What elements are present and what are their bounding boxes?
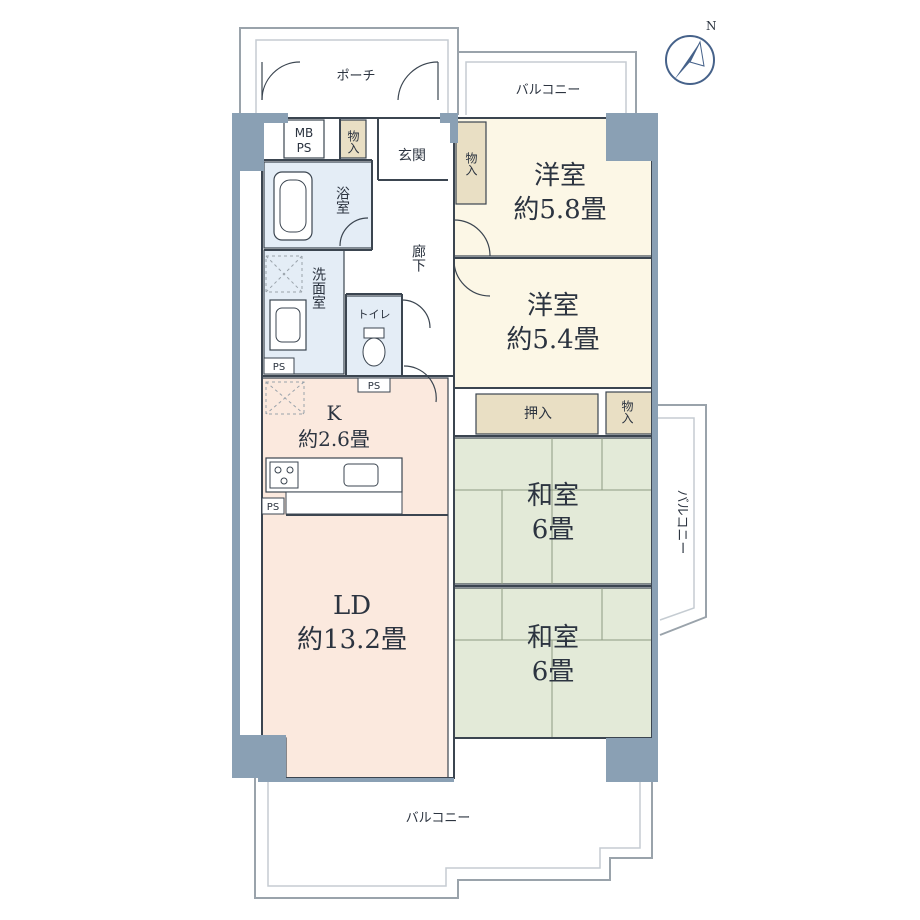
closet-label: 押入 <box>524 406 552 422</box>
ld-size: 約13.2畳 <box>297 625 407 655</box>
mbps-label-2: PS <box>297 141 312 155</box>
storage-entry <box>339 119 367 159</box>
mbps <box>283 119 325 159</box>
stove-icon <box>269 461 299 489</box>
washer-space <box>265 255 303 293</box>
ps-boxes <box>261 357 391 515</box>
kitchen-counter <box>265 457 403 515</box>
door-swings <box>261 61 491 403</box>
labels: ポーチ バルコニー バルコニー バルコニー MB PS 物入 玄関 浴室 廊下 … <box>267 69 689 826</box>
storage-mid-label: 物入 <box>620 400 634 424</box>
genkan-label: 玄関 <box>398 147 426 164</box>
storage-western1-label: 物入 <box>464 152 478 176</box>
sink-icon <box>343 463 379 487</box>
fridge-space <box>265 381 305 415</box>
kitchen-name: K <box>327 401 343 425</box>
ps-label-2: PS <box>368 381 380 392</box>
outdoor-outlines <box>239 27 707 899</box>
balcony-top-label: バルコニー <box>516 83 581 98</box>
japanese2-name: 和室 <box>527 623 579 653</box>
closet <box>475 393 599 435</box>
storage-entry-label: 物入 <box>346 130 360 154</box>
outdoor-outlines-inner <box>255 39 695 887</box>
svg-text:N: N <box>706 19 717 33</box>
japanese-room-2 <box>453 587 653 739</box>
corridor-label: 廊下 <box>410 243 426 272</box>
western1-name: 洋室 <box>534 161 586 191</box>
ps-label-1: PS <box>273 362 285 373</box>
mbps-label-1: MB <box>295 126 314 140</box>
storage-western1 <box>455 121 487 205</box>
western2-size: 約5.4畳 <box>506 325 599 355</box>
storage-mid <box>605 391 653 435</box>
washbasin-icon <box>269 299 307 351</box>
bathtub-icon <box>273 171 313 241</box>
japanese1-size: 6畳 <box>532 515 575 545</box>
tatami-lines <box>454 438 652 738</box>
balcony-right-label: バルコニー <box>674 490 689 555</box>
washroom-label: 洗面室 <box>310 267 326 309</box>
compass-icon: N <box>665 19 717 85</box>
ld-name: LD <box>333 591 371 621</box>
japanese2-size: 6畳 <box>532 657 575 687</box>
toilet-icon <box>362 327 386 367</box>
columns <box>232 113 658 782</box>
western2-name: 洋室 <box>527 291 579 321</box>
bath-label: 浴室 <box>334 186 350 214</box>
ps-label-3: PS <box>267 502 279 513</box>
japanese-room-1 <box>453 437 653 585</box>
toilet-label: トイレ <box>358 308 391 321</box>
western1-size: 約5.8畳 <box>513 195 606 225</box>
japanese1-name: 和室 <box>527 481 579 511</box>
balcony-bottom-label: バルコニー <box>406 811 471 826</box>
western-room-2 <box>453 257 653 389</box>
kitchen-size: 約2.6畳 <box>298 427 370 451</box>
porch-label: ポーチ <box>336 69 375 84</box>
